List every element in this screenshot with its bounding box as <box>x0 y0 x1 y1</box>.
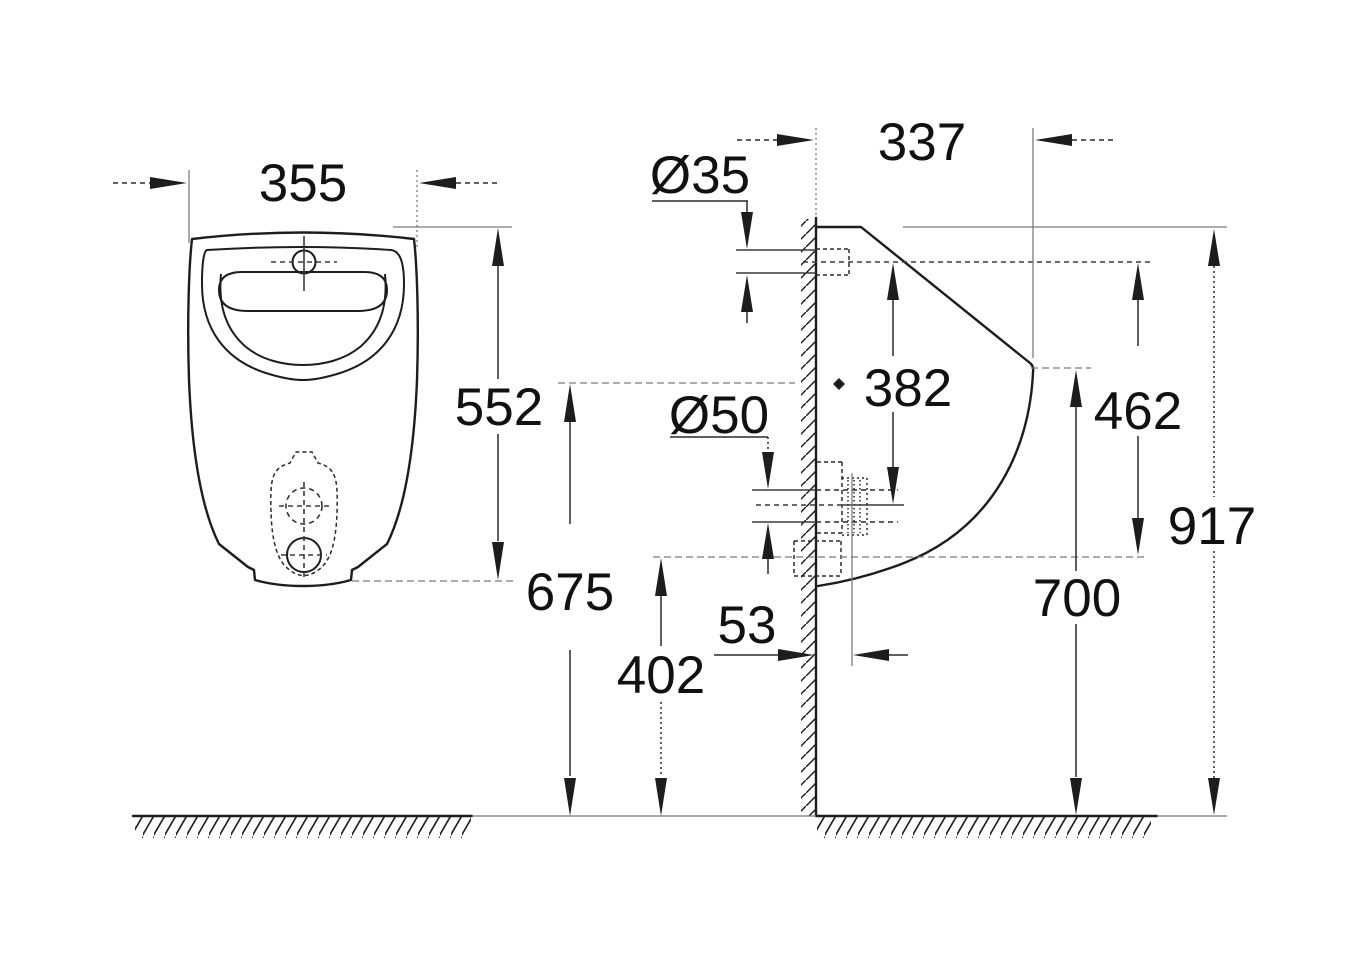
dim-label-inlet-to-outlet: 382 <box>864 359 952 418</box>
urinal-front-shelf <box>218 271 388 312</box>
dim-label-outlet-diameter: Ø50 <box>669 386 769 445</box>
dimension-outlet-height-402: 402 <box>617 558 705 816</box>
arrow-right-icon <box>778 649 814 661</box>
arrow-up-icon <box>655 558 667 596</box>
arrow-right-icon <box>777 134 814 146</box>
arrow-left-icon <box>1035 134 1072 146</box>
urinal-front-bowl-inner-line <box>219 273 387 366</box>
dimension-inlet-diameter-35: Ø35 <box>650 146 753 323</box>
dim-label-total-height: 917 <box>1168 497 1256 556</box>
front-floor-hatch <box>135 817 471 838</box>
arrow-down-icon <box>655 778 667 816</box>
arrow-down-icon <box>1208 778 1220 815</box>
arrow-down-icon <box>741 212 753 249</box>
dimension-depth-337: 337 <box>737 113 1113 172</box>
reference-lines <box>188 128 1227 666</box>
arrow-down-icon <box>887 467 899 504</box>
arrow-down-icon <box>564 778 576 816</box>
arrow-up-icon <box>1132 263 1144 300</box>
dimensions: 355 552 675 402 53 <box>113 113 1256 816</box>
urinal-side-outline <box>815 225 1035 588</box>
drain-cover-plate-hidden-outline <box>270 451 338 577</box>
dim-label-front-lip-height: 700 <box>1033 569 1121 628</box>
arrow-up-icon <box>492 228 504 266</box>
inlet-pipe <box>736 248 1150 276</box>
urinal-front-body-outline <box>187 231 419 588</box>
dim-label-outlet-height: 402 <box>617 646 705 705</box>
dim-label-rim-height: 675 <box>526 563 614 622</box>
drain-bolt-hole-hidden <box>285 487 323 525</box>
dimension-front-lip-height-700: 700 <box>1033 370 1121 815</box>
outlet-pipe <box>752 461 904 577</box>
arrow-down-icon <box>762 452 774 489</box>
dim-label-depth: 337 <box>878 113 966 172</box>
dimension-width-355: 355 <box>113 154 498 213</box>
arrow-up-icon <box>1208 229 1220 266</box>
arrow-left-icon <box>853 649 889 661</box>
dimension-outlet-offset-53: 53 <box>714 596 908 661</box>
dim-label-body-height: 552 <box>455 378 543 437</box>
arrow-up-icon <box>762 523 774 559</box>
arrow-down-icon <box>1132 518 1144 555</box>
arrow-left-icon <box>419 177 456 189</box>
dimension-outlet-diameter-50: Ø50 <box>669 386 774 574</box>
dim-label-front-edge-height: 462 <box>1094 382 1182 441</box>
front-view <box>131 231 474 838</box>
side-floor-hatch <box>817 817 1151 838</box>
arrow-down-icon <box>492 542 504 580</box>
center-mark-icon <box>833 378 845 390</box>
dimension-inlet-to-outlet-382: 382 <box>833 263 952 504</box>
dim-label-width: 355 <box>259 154 347 213</box>
arrow-up-icon <box>741 275 753 312</box>
wall-hatch <box>801 219 815 816</box>
arrow-down-icon <box>1070 778 1082 815</box>
urinal-front-rim-ring <box>201 246 405 381</box>
dimension-body-height-552: 552 <box>455 228 543 580</box>
side-view <box>472 216 1227 838</box>
arrow-up-icon <box>564 384 576 422</box>
dimension-rim-height-675: 675 <box>526 384 614 816</box>
dimension-total-height-917: 917 <box>1168 229 1256 815</box>
arrow-up-icon <box>1070 370 1082 407</box>
arrow-up-icon <box>887 263 899 300</box>
dimension-front-edge-height-462: 462 <box>1094 263 1182 555</box>
arrow-right-icon <box>150 177 187 189</box>
dim-label-outlet-offset: 53 <box>718 596 777 655</box>
dim-label-inlet-diameter: Ø35 <box>650 146 750 205</box>
